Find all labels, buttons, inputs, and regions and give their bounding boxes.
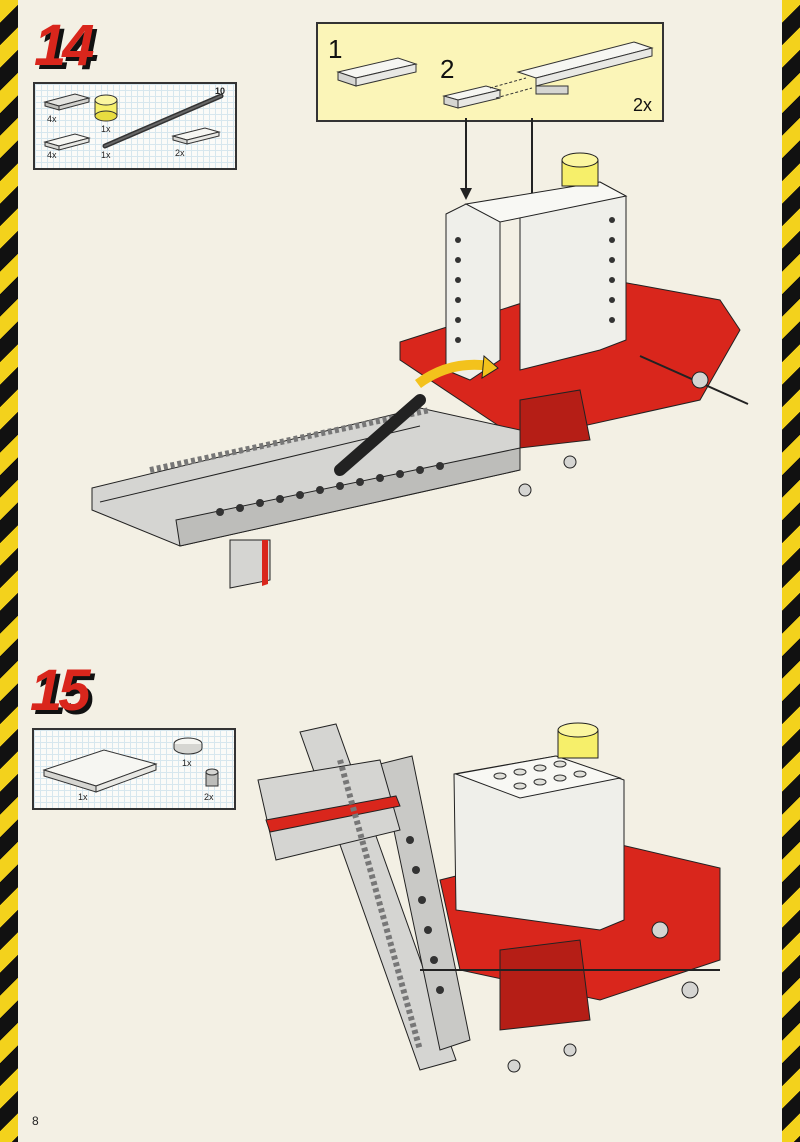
rotation-arrow [415, 359, 491, 389]
axle-length-label: 10 [215, 86, 226, 96]
sub-step-1-label: 1 [328, 34, 343, 64]
parts-list-step-14: 4x 4x 1x 10 1x 2x [33, 82, 237, 170]
qty-part-bush: 2x [204, 792, 214, 802]
mast-holes [406, 836, 444, 994]
step-14-model-illustration [91, 118, 749, 589]
arrow-head-left [460, 188, 472, 200]
hazard-border-left [0, 0, 18, 1142]
qty-part-1: 4x [47, 114, 57, 124]
beacon-trans-yellow [561, 152, 599, 187]
sub-plate-1-icon [336, 57, 418, 87]
page-number: 8 [32, 1114, 39, 1128]
plate-1x4-grey-icon [43, 93, 91, 111]
sub-plate-2a-icon [442, 85, 502, 109]
round-tile-white-icon [173, 737, 203, 755]
step-number-15: 15 [30, 658, 90, 723]
step-15-model-illustration [257, 722, 721, 1073]
beacon-15 [557, 722, 599, 759]
forklift-arm-grey [91, 407, 521, 589]
qty-part-2: 4x [47, 150, 57, 160]
plate-1x4-white-icon [43, 133, 91, 151]
hazard-border-right [782, 0, 800, 1142]
fork-carriage [257, 759, 401, 861]
roll-cage-white [445, 181, 628, 381]
parts-illustrations [43, 93, 224, 151]
bush-grey-icon [205, 768, 219, 787]
sub-assembly-callout: 1 2 2x [316, 22, 664, 122]
qty-part-5: 2x [175, 148, 185, 158]
qty-part-tile: 1x [182, 758, 192, 768]
sub-step-2-label: 2 [440, 54, 455, 84]
qty-part-4: 1x [101, 150, 111, 160]
sub-assembly-qty: 2x [632, 95, 652, 115]
mast-chain [337, 759, 423, 1051]
axle-10-icon [102, 93, 224, 149]
qty-part-3: 1x [101, 124, 111, 134]
black-beam [334, 394, 426, 476]
parts-illustrations-15 [42, 737, 219, 793]
parts-list-step-15: 1x 1x 2x [32, 728, 236, 810]
sub-assembly-illustration [336, 41, 654, 109]
plate-4x6-white-icon [42, 749, 158, 793]
cage-white-15 [453, 755, 625, 931]
plate-1x4-white-2-icon [171, 127, 221, 145]
cage-studs [493, 760, 587, 790]
chain-belt [149, 407, 431, 473]
arm-holes [216, 462, 444, 516]
round-brick-trans-yellow-icon [94, 94, 118, 122]
sub-plate-2b-icon [516, 41, 654, 95]
cage-holes [455, 217, 615, 343]
step-number-14: 14 [34, 13, 94, 78]
qty-part-plate: 1x [78, 792, 88, 802]
